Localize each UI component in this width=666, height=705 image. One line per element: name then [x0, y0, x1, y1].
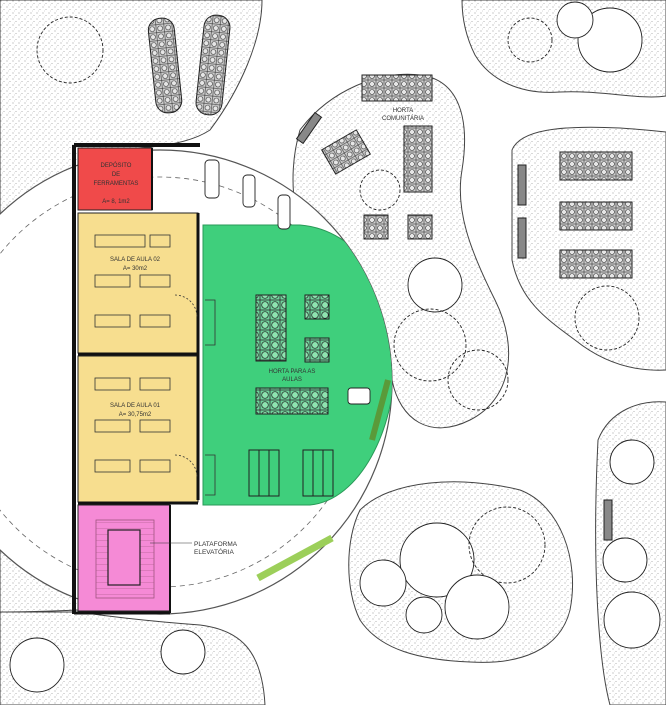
deposito-name-1: DEPÓSITO: [101, 162, 132, 169]
plataforma-label-1: PLATAFORMA: [194, 541, 238, 548]
people-figures: [204, 159, 371, 405]
deposito-name-3: FERRAMENTAS: [94, 181, 139, 187]
horta-comunitaria-label-1: HORTA: [393, 108, 413, 114]
sala02-area: A= 30m2: [123, 266, 148, 272]
horta-beds: [248, 294, 334, 497]
trees: [9, 1, 661, 693]
labels: DEPÓSITO DE FERRAMENTAS A= 8, 1m2 SALA D…: [94, 108, 424, 556]
hedges: [256, 379, 391, 582]
horta-aulas-label-1: HORTA PARA AS: [269, 369, 316, 375]
sala01-name: SALA DE AULA 01: [110, 403, 161, 409]
sala01-area: A= 30,75m2: [119, 412, 152, 418]
plataforma-label-2: ELEVATÓRIA: [194, 547, 235, 556]
horta-aulas-label-2: AULAS: [282, 377, 302, 383]
horta-comunitaria-label-2: COMUNITÁRIA: [382, 115, 424, 122]
deposito-name-2: DE: [112, 172, 120, 178]
community-beds: [147, 14, 633, 541]
building: [72, 143, 216, 615]
horta-aulas-area: [202, 224, 392, 506]
deposito-area: A= 8, 1m2: [102, 199, 130, 205]
sala02-name: SALA DE AULA 02: [110, 257, 161, 263]
